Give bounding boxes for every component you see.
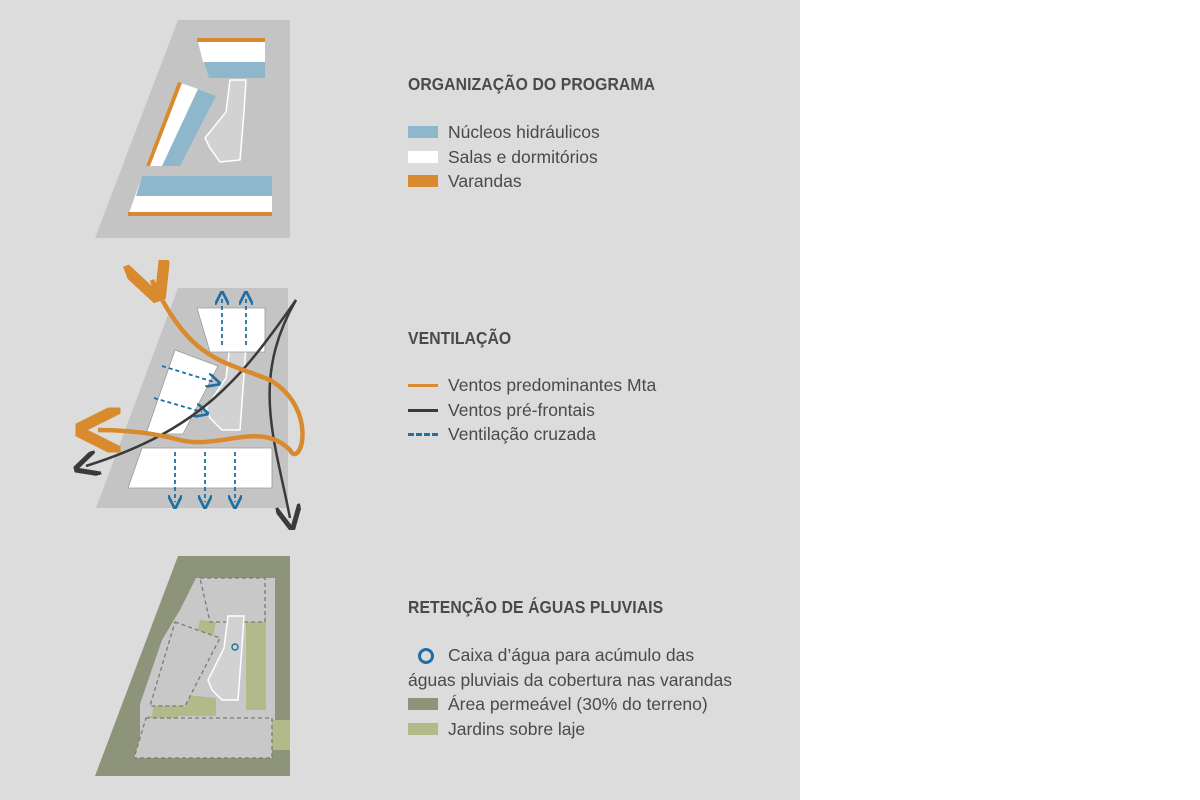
orange-line-swatch (408, 384, 438, 387)
predominant-winds (98, 280, 305, 457)
rainwater-legend: Caixa d’água para acúmulo das águas pluv… (408, 643, 732, 741)
prefrontal-winds (86, 299, 296, 518)
rainwater-title: RETENÇÃO DE ÁGUAS PLUVIAIS (408, 597, 664, 617)
rainwater-diagram (95, 556, 290, 776)
blue-dashed-swatch (408, 433, 438, 436)
permeable-swatch (408, 698, 438, 710)
program-diagram (95, 20, 290, 238)
legend-item-rooms: Salas e dormitórios (408, 145, 600, 170)
verandas-swatch (408, 175, 438, 187)
legend-item-hydraulic: Núcleos hidráulicos (408, 120, 600, 145)
legend-item-cross-ventilation: Ventilação cruzada (408, 422, 656, 447)
program-legend: Núcleos hidráulicos Salas e dormitórios … (408, 120, 600, 194)
ventilation-diagram (0, 260, 305, 530)
legend-item-water-tank: Caixa d’água para acúmulo das águas pluv… (408, 645, 732, 690)
bottom-block (127, 447, 273, 489)
bottom-block (128, 176, 272, 216)
top-block (196, 307, 266, 353)
diagonal-block (146, 82, 216, 166)
legend-item-permeable: Área permeável (30% do terreno) (408, 692, 732, 717)
building-footprints (133, 577, 273, 759)
water-tank-ring-icon (418, 648, 434, 664)
top-block (197, 38, 265, 78)
program-title: ORGANIZAÇÃO DO PROGRAMA (408, 74, 656, 94)
hydraulic-swatch (408, 126, 438, 138)
legend-item-gardens: Jardins sobre laje (408, 717, 732, 742)
rooms-swatch (408, 150, 438, 163)
cross-ventilation-arrows (153, 298, 246, 502)
dark-line-swatch (408, 408, 438, 412)
legend-item-predominant-winds: Ventos predominantes Mta (408, 373, 656, 398)
ventilation-legend: Ventos predominantes Mta Ventos pré-fron… (408, 373, 656, 447)
ventilation-title: VENTILAÇÃO (408, 328, 512, 348)
diagonal-block (145, 349, 219, 435)
diagram-panel: ORGANIZAÇÃO DO PROGRAMA Núcleos hidráuli… (0, 0, 800, 800)
water-tank-marker (231, 643, 239, 651)
legend-item-prefrontal-winds: Ventos pré-frontais (408, 398, 656, 423)
circulation-core (204, 79, 247, 163)
gardens-swatch (408, 722, 438, 735)
circulation-core (207, 615, 245, 701)
legend-item-verandas: Varandas (408, 169, 600, 194)
